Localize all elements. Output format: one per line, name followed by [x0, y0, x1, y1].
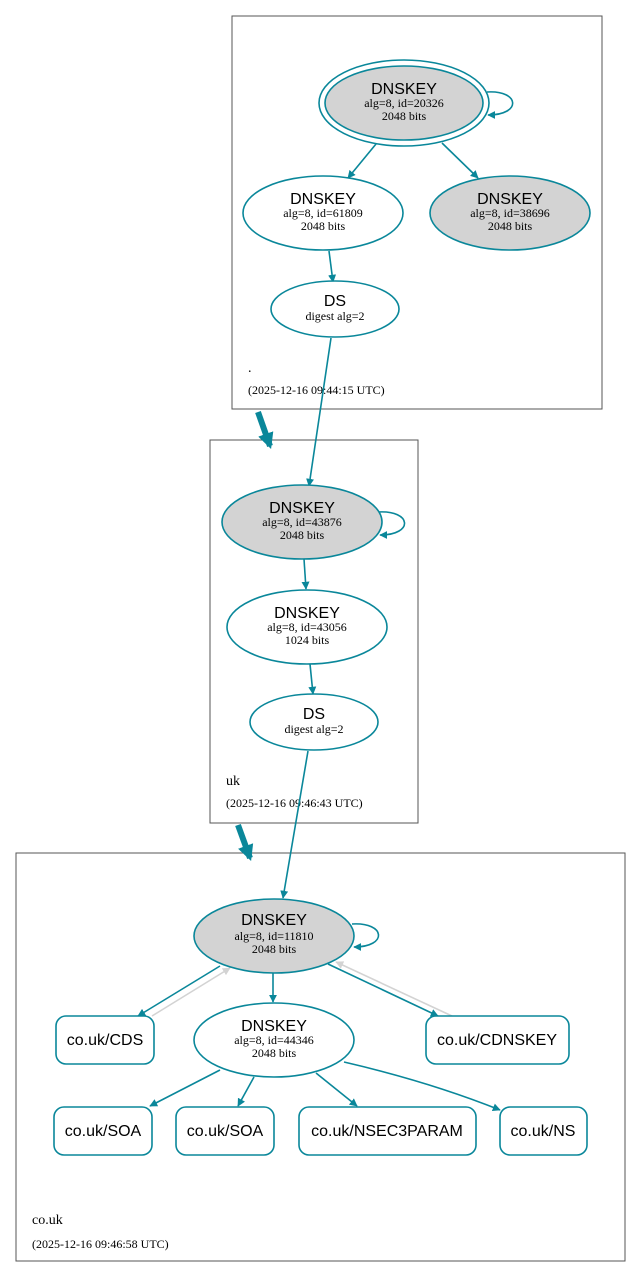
zone-couk-box — [15, 852, 626, 1262]
record-soa-2-label: co.uk/SOA — [187, 1123, 264, 1140]
node-uk-ds-title: DS — [303, 706, 325, 723]
delegation-arrow-uk-couk — [235, 823, 254, 862]
zone-couk-time: (2025-12-16 09:46:58 UTC) — [32, 1237, 169, 1251]
record-nsec3param: co.uk/NSEC3PARAM — [298, 1106, 477, 1156]
node-couk-ksk-line2: 2048 bits — [252, 942, 297, 956]
node-couk-zsk-title: DNSKEY — [241, 1018, 307, 1035]
selfloop-couk-ksk — [351, 923, 380, 951]
node-couk-ksk: DNSKEY alg=8, id=11810 2048 bits — [193, 898, 355, 974]
node-root-zsk1: DNSKEY alg=8, id=61809 2048 bits — [242, 175, 404, 251]
delegation-arrow-root-uk — [255, 411, 274, 450]
zone-uk-box — [209, 439, 419, 824]
edge-rootds-ukksk — [306, 337, 332, 487]
node-uk-ksk-line2: 2048 bits — [280, 528, 325, 542]
record-cdnskey-label: co.uk/CDNSKEY — [437, 1032, 557, 1049]
node-couk-zsk: DNSKEY alg=8, id=44346 2048 bits — [193, 1002, 355, 1078]
node-root-ds-line1: digest alg=2 — [305, 309, 364, 323]
node-uk-ksk-line1: alg=8, id=43876 — [262, 515, 342, 529]
node-root-ds-title: DS — [324, 293, 346, 310]
node-couk-ksk-line1: alg=8, id=11810 — [234, 929, 313, 943]
edge-zsk1-ds — [328, 250, 337, 283]
selfloop-uk-ksk — [377, 511, 406, 539]
edge-rootksk-zsk2 — [441, 142, 479, 179]
node-root-ds: DS digest alg=2 — [270, 280, 400, 338]
node-root-ksk-line2: 2048 bits — [382, 109, 427, 123]
edge-cds-couk-ksk — [151, 967, 231, 1017]
record-cdnskey: co.uk/CDNSKEY — [425, 1015, 570, 1065]
edge-rootksk-zsk1 — [347, 143, 377, 179]
zone-root-label: . — [248, 361, 252, 376]
node-couk-zsk-line1: alg=8, id=44346 — [234, 1033, 314, 1047]
node-uk-ds: DS digest alg=2 — [249, 693, 379, 751]
node-root-zsk1-line1: alg=8, id=61809 — [283, 206, 363, 220]
edge-cdnskey-couk-ksk — [335, 961, 453, 1017]
node-root-zsk1-title: DNSKEY — [290, 191, 356, 208]
edge-couk-zsk-nsec3param — [315, 1072, 358, 1107]
node-uk-zsk: DNSKEY alg=8, id=43056 1024 bits — [226, 589, 388, 665]
node-uk-zsk-line2: 1024 bits — [285, 633, 330, 647]
node-couk-zsk-line2: 2048 bits — [252, 1046, 297, 1060]
record-ns-label: co.uk/NS — [511, 1123, 576, 1140]
node-uk-ksk-title: DNSKEY — [269, 500, 335, 517]
zone-couk-label: co.uk — [32, 1213, 63, 1228]
node-uk-zsk-title: DNSKEY — [274, 605, 340, 622]
node-uk-ksk: DNSKEY alg=8, id=43876 2048 bits — [221, 484, 383, 560]
edge-ukds-cokksk — [280, 750, 309, 899]
selfloop-root-ksk — [486, 91, 514, 119]
record-cds-label: co.uk/CDS — [67, 1032, 143, 1049]
edge-couk-zsk-soa1 — [149, 1069, 221, 1107]
zone-root-box — [231, 15, 603, 410]
zone-uk-label: uk — [226, 774, 240, 789]
node-uk-ds-line1: digest alg=2 — [284, 722, 343, 736]
record-soa-1-label: co.uk/SOA — [65, 1123, 142, 1140]
edge-ukzsk-ukds — [308, 663, 317, 695]
node-root-ksk: DNSKEY alg=8, id=20326 2048 bits — [318, 59, 490, 147]
record-soa-1: co.uk/SOA — [53, 1106, 153, 1156]
node-root-zsk2-line2: 2048 bits — [488, 219, 533, 233]
node-root-ksk-line1: alg=8, id=20326 — [364, 96, 444, 110]
node-couk-ksk-title: DNSKEY — [241, 912, 307, 929]
node-uk-zsk-line1: alg=8, id=43056 — [267, 620, 347, 634]
record-soa-2: co.uk/SOA — [175, 1106, 275, 1156]
record-cds: co.uk/CDS — [55, 1015, 155, 1065]
edge-ukksk-ukzsk — [301, 558, 310, 590]
edge-couk-ksk-cdnskey — [327, 963, 439, 1017]
record-ns: co.uk/NS — [499, 1106, 588, 1156]
edge-couk-ksk-cds — [137, 965, 221, 1017]
edge-couk-zsk-soa2 — [237, 1076, 255, 1107]
record-nsec3param-label: co.uk/NSEC3PARAM — [311, 1123, 463, 1140]
node-root-zsk1-line2: 2048 bits — [301, 219, 346, 233]
node-root-zsk2: DNSKEY alg=8, id=38696 2048 bits — [429, 175, 591, 251]
zone-uk-time: (2025-12-16 09:46:43 UTC) — [226, 796, 363, 810]
edge-couk-zsk-ns — [343, 1061, 501, 1112]
zone-root-time: (2025-12-16 09:44:15 UTC) — [248, 383, 385, 397]
node-root-ksk-title: DNSKEY — [371, 81, 437, 98]
node-root-zsk2-line1: alg=8, id=38696 — [470, 206, 550, 220]
node-root-zsk2-title: DNSKEY — [477, 191, 543, 208]
